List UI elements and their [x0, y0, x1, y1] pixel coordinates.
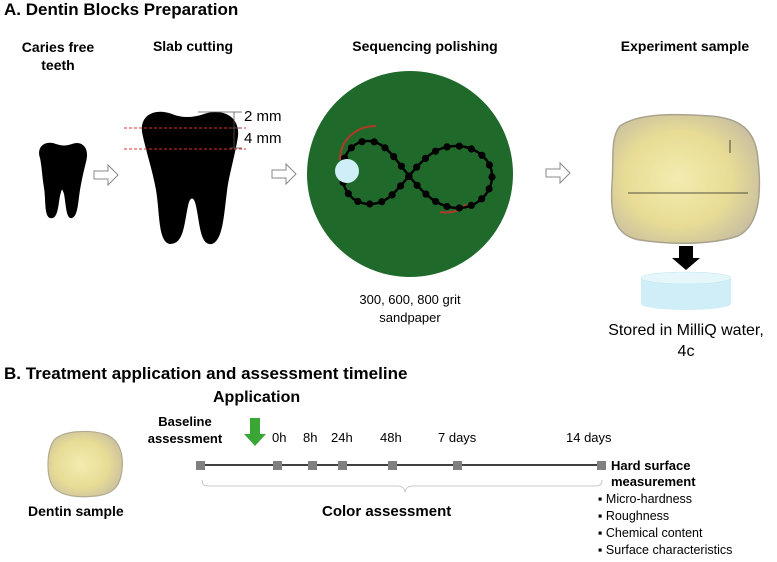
marker-48h — [388, 461, 397, 470]
water-container — [640, 271, 732, 310]
bullet-icon: ▪ — [598, 526, 606, 540]
measurement-item: ▪ Micro-hardness — [598, 492, 693, 506]
path-bead — [344, 190, 352, 198]
process-arrow-icon — [271, 162, 297, 186]
storage-line2: 4c — [677, 343, 695, 360]
hard-surface-measurement-title: Hard surface measurement — [611, 458, 696, 490]
sandpaper-caption: 300, 600, 800 grit sandpaper — [330, 291, 490, 327]
path-bead — [378, 198, 386, 206]
measurement-list: ▪ Micro-hardness ▪ Roughness ▪ Chemical … — [598, 491, 732, 559]
timepoint-0h: 0h — [272, 430, 287, 445]
color-assessment-label: Color assessment — [322, 503, 452, 520]
path-bead — [467, 145, 475, 153]
large-tooth-icon — [141, 111, 239, 245]
bullet-icon: ▪ — [598, 543, 606, 557]
marker-7-days — [453, 461, 462, 470]
path-bead — [488, 173, 496, 181]
sample-puck — [335, 159, 359, 183]
path-bead — [478, 151, 486, 159]
process-arrow-icon — [545, 161, 571, 185]
measurement-item: ▪ Roughness — [598, 509, 670, 523]
path-bead — [467, 201, 475, 209]
path-bead — [397, 162, 405, 170]
timepoint-8h: 8h — [303, 430, 318, 445]
sandpaper-line1: 300, 600, 800 grit — [359, 292, 461, 307]
application-label: Application — [213, 389, 301, 406]
path-bead — [432, 197, 440, 206]
step-caries-free-line2: teeth — [41, 57, 75, 73]
process-arrow-icon — [93, 163, 119, 187]
step-slab-cutting-title: Slab cutting — [152, 38, 234, 54]
marker-8h — [308, 461, 317, 470]
marker-0h — [273, 461, 282, 470]
path-bead — [478, 195, 486, 203]
hard-surface-line1: Hard surface — [611, 458, 691, 473]
path-bead — [455, 142, 463, 150]
hard-surface-line2: measurement — [611, 474, 696, 489]
dimension-4mm-label: 4 mm — [244, 130, 282, 147]
measurement-item: ▪ Surface characteristics — [598, 543, 733, 557]
step-polishing-title: Sequencing polishing — [352, 38, 498, 54]
step-experiment-sample-title: Experiment sample — [620, 38, 750, 54]
bullet-icon: ▪ — [598, 509, 606, 523]
dentin-sample-label: Dentin sample — [28, 503, 124, 519]
step-caries-free-line1: Caries free — [21, 39, 95, 55]
path-bead — [485, 185, 493, 193]
marker-24h — [338, 461, 347, 470]
down-arrow-icon — [672, 246, 700, 270]
timeline-markers — [196, 461, 606, 470]
path-bead — [388, 191, 396, 199]
storage-line1: Stored in MilliQ water, — [608, 322, 764, 339]
section-b-title: B. Treatment application and assessment … — [4, 364, 408, 383]
experiment-sample-block — [610, 113, 761, 244]
marker-14-days — [597, 461, 606, 470]
path-bead — [381, 144, 389, 152]
path-bead — [443, 202, 451, 211]
bullet-icon: ▪ — [598, 492, 606, 506]
path-bead — [390, 153, 398, 161]
section-a-title: A. Dentin Blocks Preparation — [4, 0, 239, 19]
dimension-2mm-label: 2 mm — [244, 108, 282, 125]
path-bead — [354, 197, 362, 205]
path-bead — [405, 172, 413, 181]
path-bead — [366, 200, 374, 208]
path-bead — [431, 147, 440, 155]
timepoint-48h: 48h — [380, 430, 402, 445]
color-assessment-bracket — [201, 479, 603, 493]
baseline-line2: assessment — [147, 431, 223, 446]
timepoint-14-days: 14 days — [566, 430, 612, 445]
path-bead — [455, 204, 463, 212]
path-bead — [413, 181, 421, 189]
path-bead — [421, 154, 429, 162]
baseline-assessment-label: Baseline assessment — [140, 413, 230, 447]
path-bead — [443, 143, 451, 151]
path-bead — [422, 190, 430, 198]
application-arrow-icon — [244, 418, 266, 446]
measurement-item: ▪ Chemical content — [598, 526, 703, 540]
path-bead — [397, 182, 405, 190]
path-bead — [370, 138, 378, 146]
sandpaper-line2: sandpaper — [379, 310, 441, 325]
path-bead — [413, 163, 421, 171]
step-caries-free-title: Caries free teeth — [8, 38, 108, 74]
path-bead — [485, 161, 493, 169]
timepoint-24h: 24h — [331, 430, 353, 445]
small-tooth-icon — [39, 142, 88, 219]
dentin-sample-image — [47, 430, 123, 498]
storage-caption: Stored in MilliQ water, 4c — [596, 320, 776, 362]
baseline-line1: Baseline — [158, 414, 212, 429]
timepoint-7-days: 7 days — [438, 430, 477, 445]
path-bead — [358, 138, 366, 146]
path-bead — [347, 144, 355, 152]
marker-baseline — [196, 461, 205, 470]
